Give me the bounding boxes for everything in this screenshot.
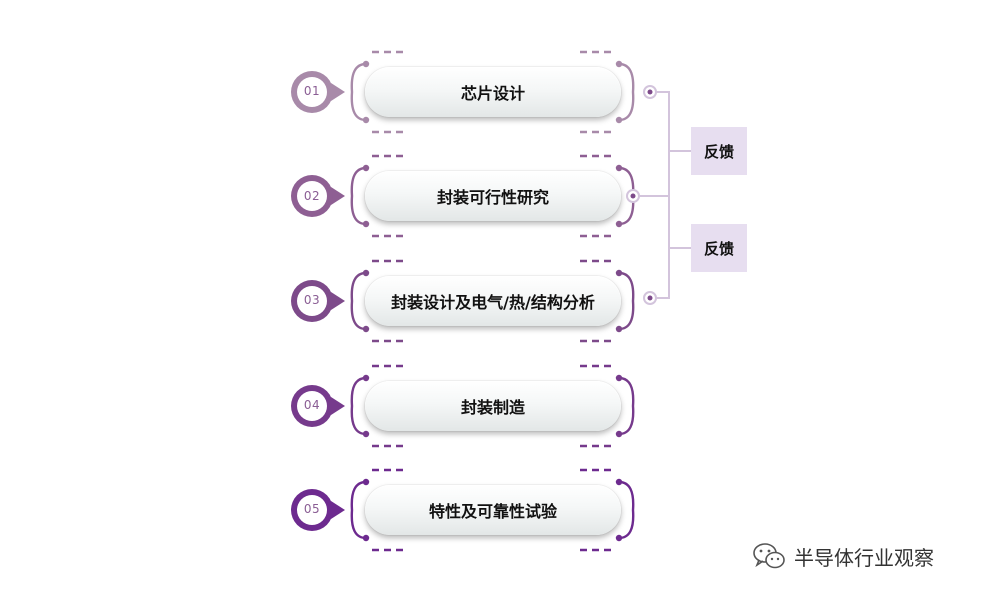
step-03-badge-pointer [331,292,345,310]
step-05-right-bracket [617,480,635,540]
step-03-bracket-dot-1 [362,269,370,277]
step-02-badge-inner [297,181,327,211]
step-04-box: 封装制造 [365,381,621,431]
step-01-bracket-dot-1 [362,60,370,68]
step-02-bracket-dot-3 [615,164,623,172]
step-03-left-bracket [350,271,368,331]
feedback-label-2: 反馈 [703,239,734,258]
feedback-label-1: 反馈 [703,142,734,161]
step-03-bracket-dot-3 [615,269,623,277]
step-03-bracket-dot-2 [362,325,370,333]
watermark: 半导体行业观察 [752,539,934,573]
step-05-left-bracket [350,480,368,540]
step-05-bracket-dot-1 [362,478,370,486]
step-04-bracket-dot-3 [615,374,623,382]
step-01-box: 芯片设计 [365,67,621,117]
step-02-bracket-dot-1 [362,164,370,172]
step-01-bracket-dot-3 [615,60,623,68]
step-04-bracket-dot-1 [362,374,370,382]
step-05-badge-pointer [331,501,345,519]
step-01-number: 01 [303,84,321,98]
step-05-label: 特性及可靠性试验 [428,502,557,521]
connector-node-dot-1 [647,89,653,95]
step-04-label: 封装制造 [460,398,525,417]
feedback-box-1: 反馈 [691,127,747,175]
step-04-number: 04 [303,398,321,412]
step-01-right-bracket [617,62,635,122]
step-04-bracket-dot-4 [615,430,623,438]
step-05-bracket-dot-4 [615,534,623,542]
step-01-label: 芯片设计 [460,84,525,103]
step-01-bracket-dot-4 [615,116,623,124]
step-02-badge-pointer [331,187,345,205]
connector-node-dot-3 [647,295,653,301]
step-03-number: 03 [303,293,321,307]
step-05-box: 特性及可靠性试验 [365,485,621,535]
step-04-bracket-dot-2 [362,430,370,438]
step-05-bracket-dot-2 [362,534,370,542]
step-04-badge-inner [297,391,327,421]
step-04-left-bracket [350,376,368,436]
step-03-right-bracket [617,271,635,331]
step-05-number: 05 [303,502,321,516]
step-02-label: 封装可行性研究 [436,188,549,207]
step-04-badge-pointer [331,397,345,415]
step-01-badge-inner [297,77,327,107]
step-02-bracket-dot-2 [362,220,370,228]
step-01-left-bracket [350,62,368,122]
step-03-bracket-dot-4 [615,325,623,333]
step-03-badge-inner [297,286,327,316]
wechat-icon [753,543,785,569]
step-02-bracket-dot-4 [615,220,623,228]
step-03-label: 封装设计及电气/热/结构分析 [391,293,595,312]
step-03-box: 封装设计及电气/热/结构分析 [365,276,621,326]
step-04-right-bracket [617,376,635,436]
step-02-left-bracket [350,166,368,226]
step-02-box: 封装可行性研究 [365,171,621,221]
feedback-box-2: 反馈 [691,224,747,272]
step-01-badge-pointer [331,83,345,101]
step-05-bracket-dot-3 [615,478,623,486]
step-01-bracket-dot-2 [362,116,370,124]
connector-node-dot-2 [630,193,636,199]
step-02-number: 02 [303,189,321,203]
step-05-badge-inner [297,495,327,525]
watermark-text: 半导体行业观察 [794,545,934,570]
